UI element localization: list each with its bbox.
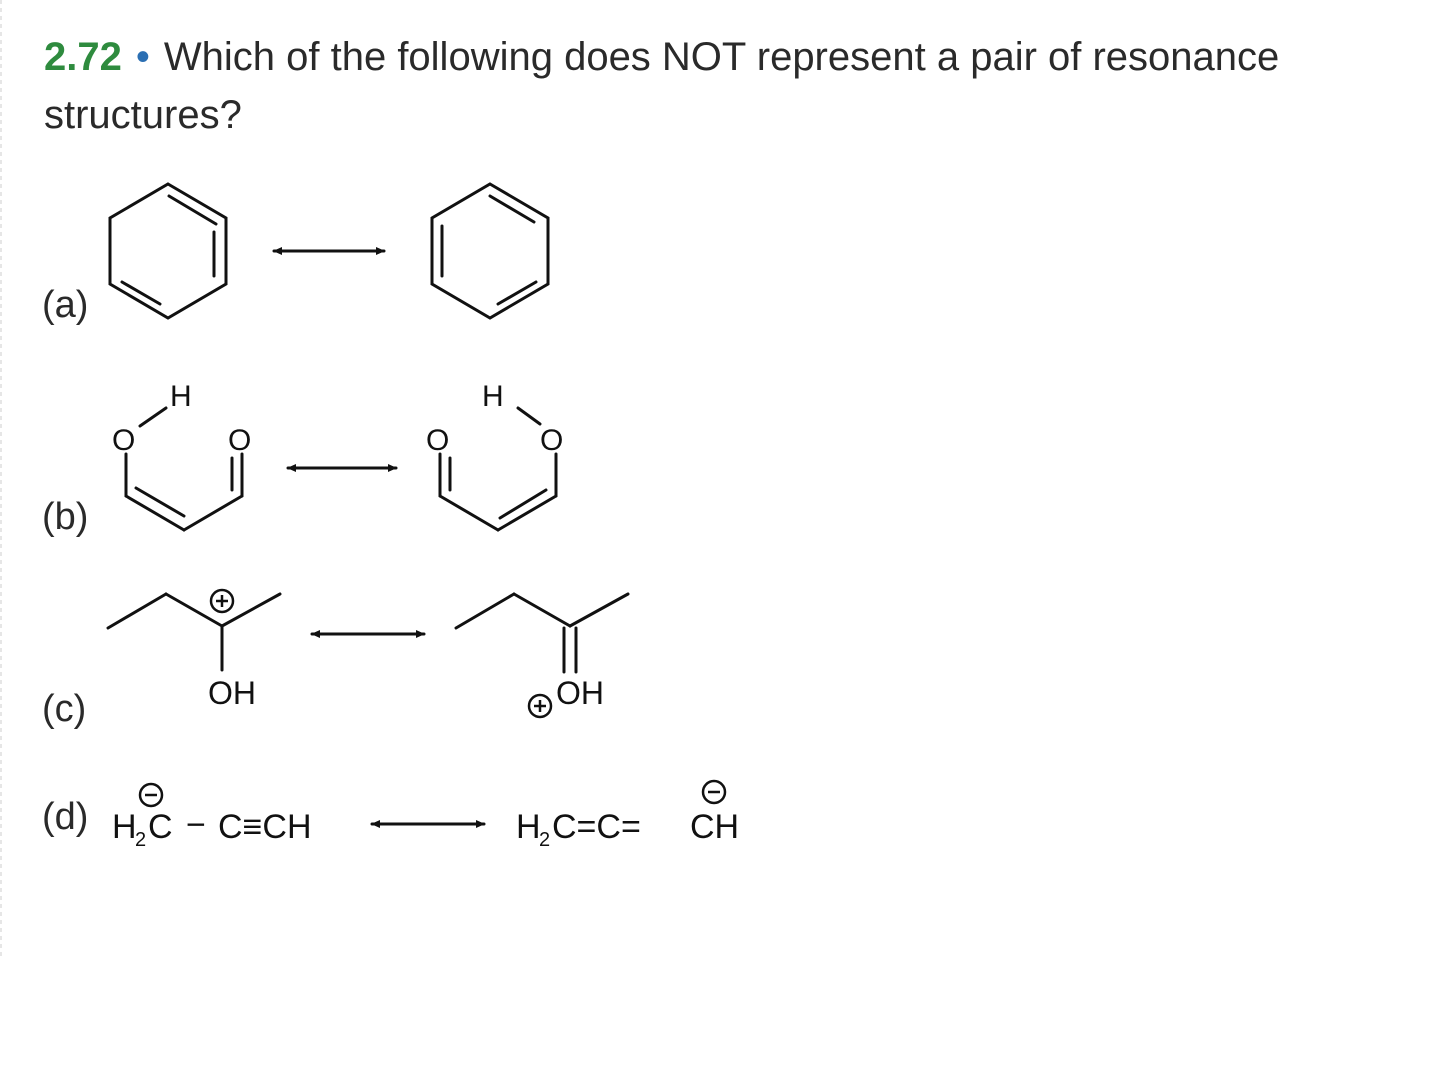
enol-structure-left [124,406,244,532]
page-edge-rule [0,0,2,960]
plus-charge-c-right [527,693,553,719]
oxygen-label-b-left-2: O [228,424,251,457]
hydrogen-label-b-left: H [170,380,192,413]
formula-d-right-rest: C=C= [552,808,641,846]
hydroxyl-label-c-left: OH [208,675,256,711]
minus-charge-d-right [701,779,727,805]
oxonium-right [454,592,630,674]
option-a-label: (a) [42,284,89,326]
bullet-icon: • [135,35,150,79]
oxygen-label-b-right-2: O [540,424,563,457]
question-number: 2.72 [44,35,122,79]
formula-d-right-subscript: 2 [539,829,550,851]
formula-d-right-h: H [516,808,541,846]
allenyl-anion-formula: H 2 C=C= CH [516,808,739,851]
formula-d-left-subscript: 2 [135,829,146,851]
hydrogen-label-b-right: H [482,380,504,413]
propargyl-anion-formula: H 2 C − C≡CH [112,806,312,851]
oxygen-label-b-right-1: O [426,424,449,457]
enol-structure-right [438,406,558,532]
plus-charge-c-left [209,588,235,614]
formula-d-left-bond: − [186,806,206,844]
oxygen-label-b-left-1: O [112,424,135,457]
benzene-left [108,182,228,320]
question-prompt: Which of the following does NOT represen… [44,35,1280,137]
hydroxyl-label-c-right: OH [556,675,604,711]
benzene-right [430,182,550,320]
formula-d-left-h: H [112,808,137,846]
carbocation-left [106,592,282,672]
question-text: 2.72 •Which of the following does NOT rep… [44,28,1404,144]
minus-charge-d-left [138,782,164,808]
option-b-label: (b) [42,496,89,538]
option-d-label: (d) [42,796,89,838]
formula-d-left-rest: C≡CH [218,808,312,846]
option-c-label: (c) [42,688,87,730]
formula-d-right-ch: CH [690,808,739,846]
formula-d-left-c: C [148,808,173,846]
